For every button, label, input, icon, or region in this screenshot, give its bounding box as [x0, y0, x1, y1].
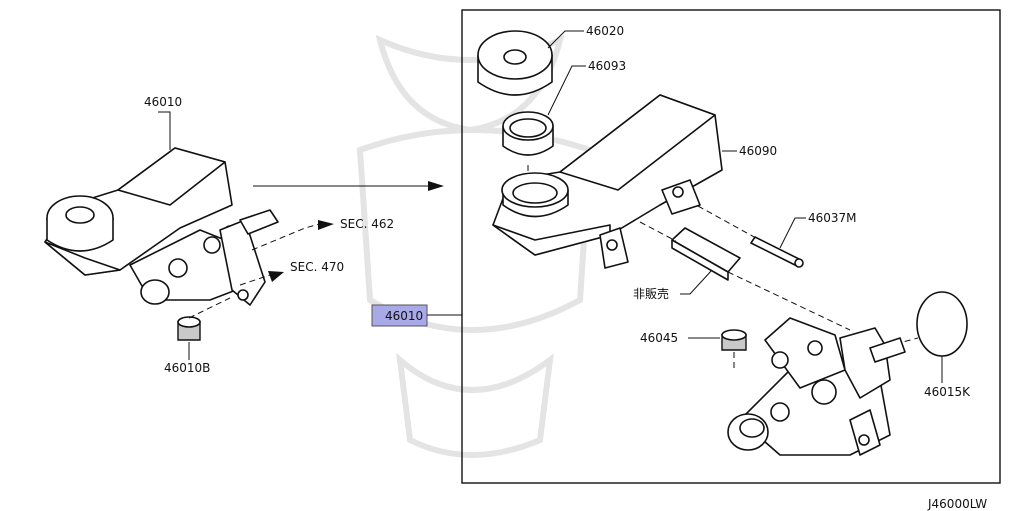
section-ref-462: SEC. 462: [340, 217, 394, 231]
diagram-code: J46000LW: [927, 497, 987, 511]
seal-alignment-dash: [639, 221, 677, 242]
not-sold-label: 非販売: [633, 286, 669, 301]
detail-frame: [461, 9, 1001, 484]
leader-line: [680, 269, 713, 295]
seal-to-cylinder-dash: [727, 271, 851, 331]
leader-line: [158, 111, 171, 150]
grommet-part-label: 46010B: [164, 361, 210, 375]
reservoir-tank-drawing: [492, 94, 723, 269]
o-ring-part-label: 46015K: [924, 385, 971, 399]
sec-470-arrowhead: [268, 271, 284, 282]
pin-alignment-dash: [697, 205, 757, 239]
pin-drawing: [750, 236, 804, 268]
reservoir-cap-drawing: [477, 30, 553, 96]
assembly-part-label: 46010: [144, 95, 182, 109]
master-cylinder-body-drawing: [727, 317, 906, 456]
strainer-drawing: [502, 111, 554, 156]
grommet-46010b-drawing: [177, 297, 231, 341]
leader-line: [779, 217, 806, 249]
cap-part-label: 46020: [586, 24, 624, 38]
detail-arrowhead: [428, 181, 444, 191]
leader-line: [547, 30, 584, 49]
grommet-46045-label: 46045: [640, 331, 678, 345]
sec-470-dash: [239, 274, 271, 286]
grommet-46045-drawing: [721, 329, 747, 351]
leader-line: [547, 65, 586, 116]
assembly-part-number: 46010: [385, 309, 423, 323]
section-ref-470: SEC. 470: [290, 260, 344, 274]
strainer-part-label: 46093: [588, 59, 626, 73]
seal-not-sold-drawing: [671, 227, 741, 281]
pin-part-label: 46037M: [808, 211, 857, 225]
reservoir-tank-part-label: 46090: [739, 144, 777, 158]
sec-462-arrowhead: [318, 220, 334, 230]
o-ring-drawing: [916, 291, 968, 357]
master-cylinder-assembly-drawing: [44, 147, 279, 306]
